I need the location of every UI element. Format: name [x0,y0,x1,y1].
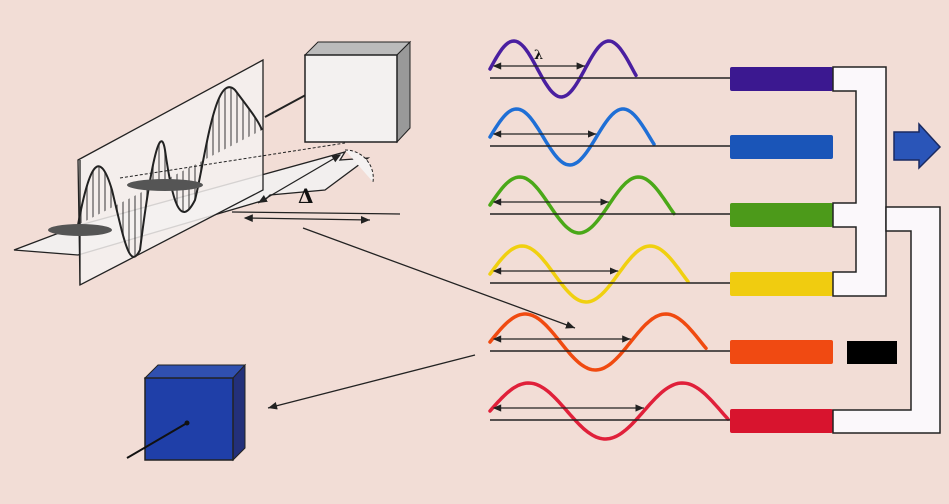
color-bar-violet [730,67,833,91]
horizontal-wave-lobe [48,224,112,236]
color-bar-red [730,409,833,433]
combination-bracket [832,66,941,434]
blue-detector-cube [126,363,247,462]
wave-green [488,175,676,235]
absorber-block [847,341,897,364]
color-bar-yellow [730,272,833,296]
wave-red [488,381,730,441]
horizontal-wave-lobe [127,179,203,191]
pointer-arrow [302,227,576,329]
color-bar-orange [730,340,833,364]
grey-detector-cube [303,40,412,144]
wave-orange [488,312,708,372]
wave-blue [488,107,656,167]
delta-label: Δ [298,184,314,208]
color-bar-green [730,203,833,227]
vertical-wave [77,86,263,258]
output-arrow [893,122,942,170]
wave-yellow [488,244,690,304]
color-bar-blue [730,135,833,159]
spectrum-rows [488,39,833,441]
wave-violet [488,39,638,99]
lambda-label: λ [534,48,543,63]
pointer-arrow [267,354,476,410]
